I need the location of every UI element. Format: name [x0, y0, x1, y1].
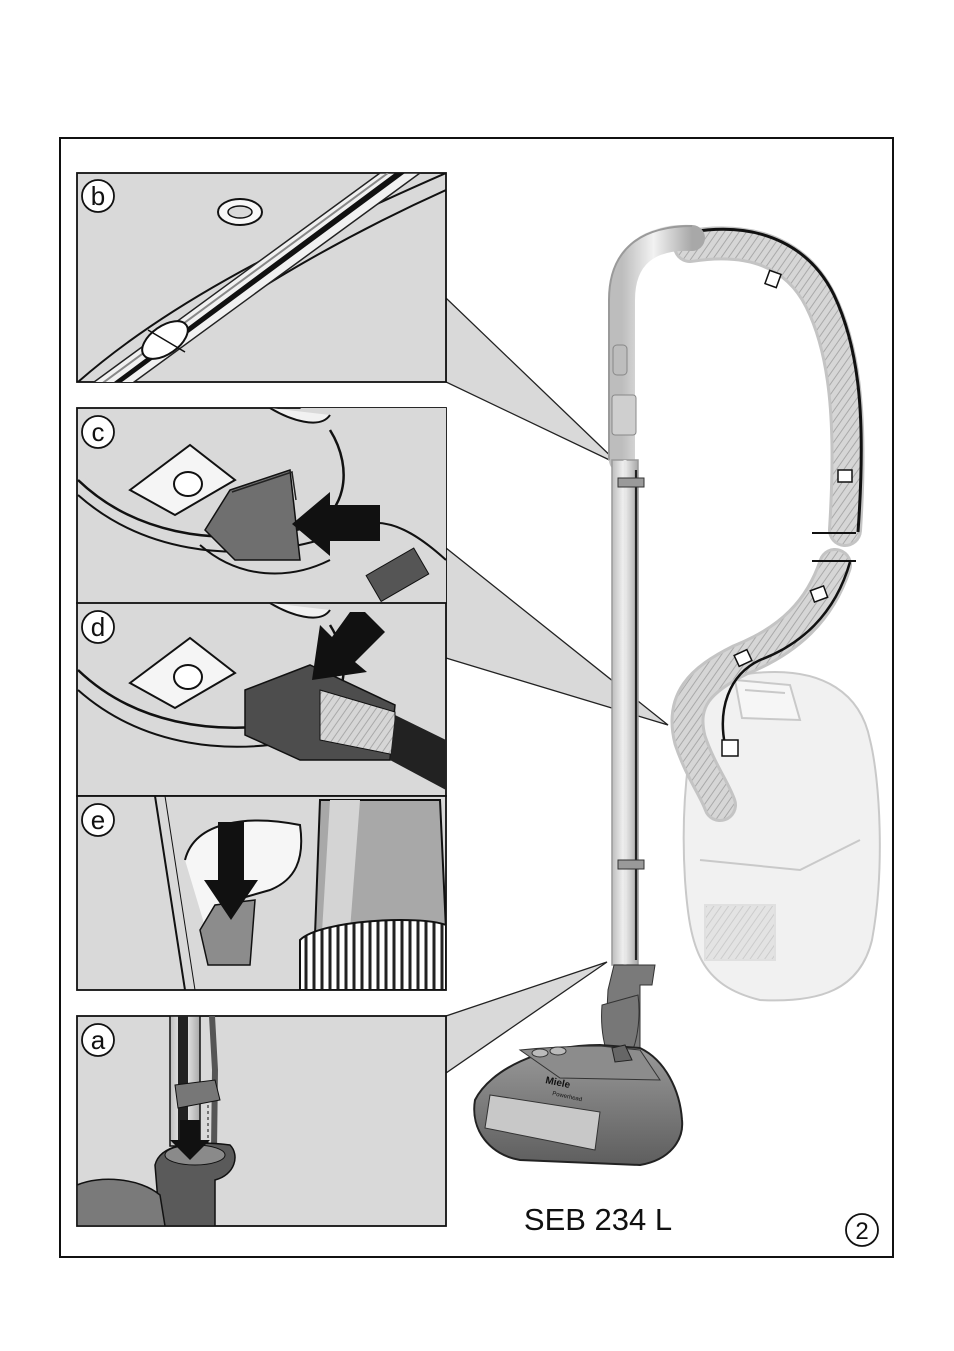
panel-a: a [77, 1016, 446, 1226]
panel-d-label: d [91, 612, 105, 642]
figure-number: 2 [855, 1218, 868, 1245]
panel-e: e [77, 796, 446, 990]
panel-c-label: c [92, 417, 105, 447]
panel-b-label: b [91, 181, 105, 211]
model-name: SEB 234 L [524, 1202, 672, 1237]
panel-d: d [77, 603, 446, 796]
canister-body [684, 672, 880, 1000]
panel-c: c [77, 408, 446, 603]
panel-a-label: a [91, 1025, 106, 1055]
panel-b: b [77, 173, 446, 385]
panel-e-label: e [91, 805, 105, 835]
